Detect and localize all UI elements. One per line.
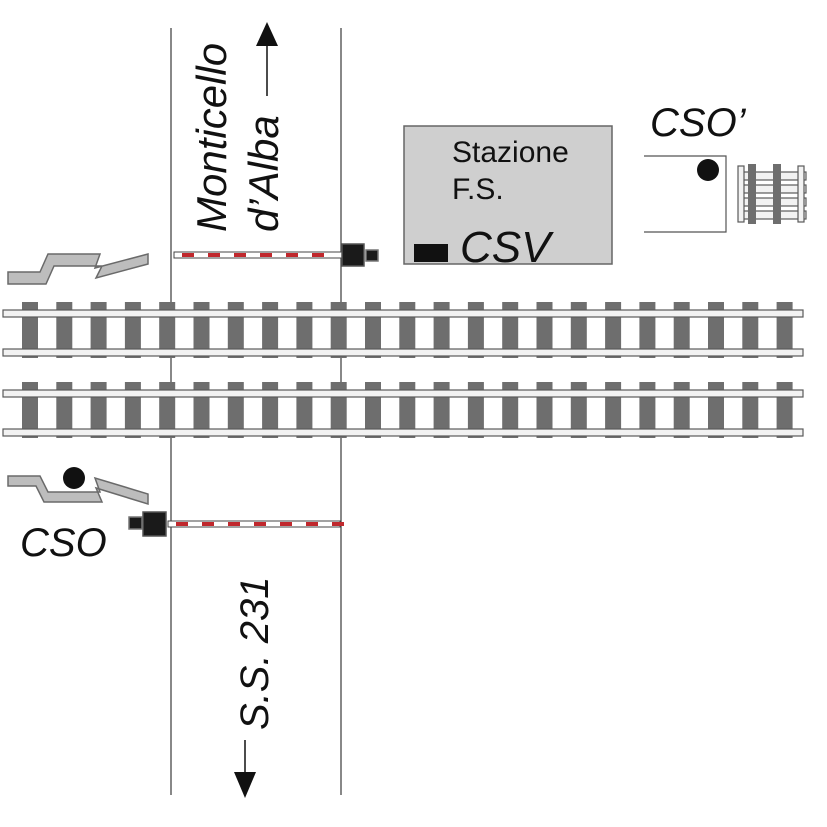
stub-sleeper bbox=[773, 164, 781, 224]
barrier-stripe bbox=[286, 253, 298, 257]
cso-prime-bracket bbox=[644, 155, 727, 233]
stub-sleeper bbox=[748, 164, 756, 224]
station-label-line1: Stazione bbox=[452, 136, 569, 169]
arrow-up-icon bbox=[256, 22, 278, 46]
railway-track-1 bbox=[2, 302, 804, 358]
barrier-north bbox=[173, 243, 379, 267]
track-rail bbox=[2, 309, 804, 318]
barrier-south-stripes bbox=[176, 522, 344, 526]
barrier-stripe bbox=[332, 522, 344, 526]
road-label-north-2: d’Alba bbox=[240, 115, 287, 232]
barrier-stripe bbox=[202, 522, 214, 526]
cso-label: CSO bbox=[20, 521, 107, 565]
barrier-stripe bbox=[176, 522, 188, 526]
railway-track-2 bbox=[2, 382, 804, 438]
road-label-north-line2: d’Alba bbox=[240, 115, 287, 232]
barrier-stripe bbox=[234, 253, 246, 257]
barrier-stripe bbox=[182, 253, 194, 257]
lightning-sensor-icon bbox=[7, 475, 149, 506]
cso-prime-detector-dot bbox=[697, 159, 719, 181]
road-label-south-text: S.S. 231 bbox=[233, 577, 277, 730]
barrier-stripe bbox=[260, 253, 272, 257]
barrier-stripe bbox=[254, 522, 266, 526]
barrier-stripe bbox=[208, 253, 220, 257]
stub-rail bbox=[737, 165, 745, 223]
station-building bbox=[403, 125, 613, 265]
barrier-stripe bbox=[228, 522, 240, 526]
track-rail bbox=[2, 389, 804, 398]
road-label-south: S.S. 231 bbox=[233, 577, 277, 730]
csv-label: CSV bbox=[460, 223, 554, 272]
barrier-south-counterweight bbox=[128, 516, 143, 530]
stub-rail bbox=[797, 165, 805, 223]
barrier-stripe bbox=[306, 522, 318, 526]
cso-detector-dot bbox=[63, 467, 85, 489]
barrier-south-motor bbox=[142, 511, 167, 537]
barrier-stripe bbox=[312, 253, 324, 257]
lightning-sensor-icon bbox=[7, 253, 149, 285]
road-label-north: Monticello bbox=[188, 43, 235, 232]
barrier-north-stripes bbox=[182, 253, 324, 257]
csv-device-icon bbox=[414, 244, 448, 262]
track-rail bbox=[2, 428, 804, 437]
track-rail bbox=[2, 348, 804, 357]
barrier-stripe bbox=[280, 522, 292, 526]
station-label-line2: F.S. bbox=[452, 173, 504, 206]
track-stub-icon bbox=[737, 164, 807, 224]
barrier-north-counterweight bbox=[365, 249, 379, 262]
road-label-north-line1: Monticello bbox=[188, 43, 235, 232]
barrier-north-motor bbox=[341, 243, 365, 267]
cso-prime-label: CSO’ bbox=[650, 101, 747, 145]
barrier-south bbox=[128, 511, 344, 537]
arrow-down-icon bbox=[234, 772, 256, 798]
